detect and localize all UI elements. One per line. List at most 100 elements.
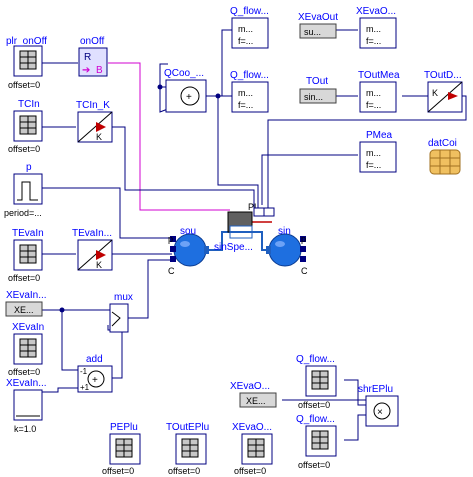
port-label: p bbox=[168, 234, 173, 244]
block-datcoi[interactable]: datCoi bbox=[428, 138, 461, 175]
wire-qcoo-qflow1 bbox=[206, 29, 232, 97]
block-mux[interactable]: mux bbox=[109, 292, 133, 333]
block-qflow-1[interactable]: m... f=... Q_flow... bbox=[230, 6, 269, 49]
convert-arrow-icon bbox=[448, 92, 458, 100]
table-block-qflow-3[interactable]: Q_flow... offset=0 bbox=[296, 354, 337, 410]
block-pmea[interactable]: m... f=... PMea bbox=[359, 130, 397, 173]
block-line2: f=... bbox=[238, 100, 253, 110]
block-shreplu[interactable]: × shrEPlu bbox=[358, 384, 399, 427]
block-label: datCoi bbox=[428, 138, 457, 149]
block-label: PMea bbox=[366, 130, 393, 141]
block-label: TOut bbox=[306, 76, 328, 87]
connections bbox=[42, 29, 467, 441]
block-param: period=... bbox=[4, 208, 42, 218]
wire-tcink-pl bbox=[112, 126, 255, 208]
table-icon bbox=[311, 370, 329, 390]
block-label: add bbox=[86, 354, 103, 365]
block-label: TOutEPlu bbox=[166, 422, 209, 433]
block-label: Q_flow... bbox=[230, 70, 269, 81]
block-line2: f=... bbox=[366, 160, 381, 170]
block-param: offset=0 bbox=[298, 460, 330, 470]
table-block-tevain[interactable]: TEvaIn offset=0 bbox=[8, 228, 44, 283]
block-value: sin... bbox=[304, 92, 323, 102]
table-block-xevain-2[interactable]: XEvaIn offset=0 bbox=[8, 322, 44, 377]
wire-qflow3-shr bbox=[344, 379, 366, 406]
block-param: offset=0 bbox=[8, 367, 40, 377]
block-label: plr_onOff bbox=[6, 36, 47, 47]
table-icon bbox=[247, 438, 265, 458]
block-label: XEvaO... bbox=[230, 381, 270, 392]
block-label: XEvaIn... bbox=[6, 378, 47, 389]
table-icon bbox=[115, 438, 133, 458]
block-toutd[interactable]: K TOutD... bbox=[424, 70, 463, 113]
block-add[interactable]: + -1 +1 add bbox=[77, 354, 113, 393]
block-label: PL bbox=[248, 202, 259, 212]
block-label: XEvaO... bbox=[356, 6, 396, 17]
block-toutmea[interactable]: m... f=... TOutMea bbox=[358, 70, 400, 113]
block-line2: f=... bbox=[366, 100, 381, 110]
block-label: XEvaIn... bbox=[6, 290, 47, 301]
table-icon bbox=[19, 244, 37, 264]
block-qflow-2[interactable]: m... f=... Q_flow... bbox=[230, 70, 269, 113]
table-block-tcin[interactable]: TCIn offset=0 bbox=[8, 99, 43, 154]
block-param: offset=0 bbox=[8, 144, 40, 154]
block-param: offset=0 bbox=[8, 273, 40, 283]
block-label: QCoo_... bbox=[164, 68, 204, 79]
block-label: Q_flow... bbox=[230, 6, 269, 17]
block-xevao-2[interactable]: m... f=... XEvaO... bbox=[356, 6, 397, 49]
block-tout[interactable]: sin... TOut bbox=[299, 76, 337, 104]
pulse-icon bbox=[17, 181, 38, 201]
block-xevain-3[interactable]: XEvaIn... k=1.0 bbox=[6, 378, 47, 434]
block-label: TEvaIn bbox=[12, 228, 44, 239]
wire-toutd-pl bbox=[267, 95, 467, 210]
block-qcoo[interactable]: + QCoo_... bbox=[164, 68, 207, 113]
block-label: onOff bbox=[80, 36, 104, 47]
onoff-arrow-icon: ➔ bbox=[82, 65, 90, 76]
onoff-r-letter: R bbox=[84, 52, 91, 63]
table-icon bbox=[311, 430, 329, 450]
block-sou[interactable]: p C sou bbox=[168, 226, 209, 276]
block-xevain-1[interactable]: XE... XEvaIn... bbox=[5, 290, 47, 317]
block-line1: m... bbox=[366, 88, 381, 98]
block-xevao-bottom[interactable]: XE... XEvaO... bbox=[230, 381, 277, 408]
table-icon bbox=[19, 115, 37, 135]
block-param: offset=0 bbox=[168, 466, 200, 476]
block-param: offset=0 bbox=[298, 400, 330, 410]
block-sinspe[interactable]: sinSpe... bbox=[214, 225, 253, 253]
unit-label: K bbox=[96, 132, 102, 142]
unit-label: K bbox=[96, 260, 102, 270]
table-block-plr-onoff[interactable]: plr_onOff offset=0 bbox=[6, 36, 47, 90]
block-label: XEvaOut bbox=[298, 12, 338, 23]
table-block-xevao-2[interactable]: XEvaO... offset=0 bbox=[232, 422, 273, 476]
block-tcin-k[interactable]: K TCIn_K bbox=[76, 100, 113, 143]
block-tevain-k[interactable]: K TEvaIn... bbox=[72, 228, 113, 271]
block-line1: m... bbox=[238, 24, 253, 34]
multiply-sign: × bbox=[377, 407, 383, 418]
wire-mux-sou bbox=[128, 259, 172, 319]
input-sign: -1 bbox=[80, 367, 88, 376]
block-label: Q_flow... bbox=[296, 354, 335, 365]
block-sin[interactable]: p C sin bbox=[266, 226, 308, 276]
add-plus-sign: + bbox=[92, 375, 98, 386]
table-block-touteplu[interactable]: TOutEPlu offset=0 bbox=[166, 422, 209, 476]
block-line2: f=... bbox=[238, 36, 253, 46]
block-label: sin bbox=[278, 226, 291, 237]
block-value: XE... bbox=[14, 305, 34, 315]
convert-arrow-icon bbox=[96, 122, 106, 132]
table-block-qflow-4[interactable]: Q_flow... offset=0 bbox=[296, 414, 337, 470]
junction-dots bbox=[59, 84, 221, 313]
port-label: C bbox=[301, 266, 308, 276]
block-onoff[interactable]: R ➔ B onOff bbox=[78, 36, 108, 77]
wire-p-sou bbox=[42, 187, 172, 239]
onoff-b-letter: B bbox=[96, 65, 103, 76]
block-param: offset=0 bbox=[8, 80, 40, 90]
table-icon bbox=[19, 338, 37, 358]
block-param: k=1.0 bbox=[14, 424, 36, 434]
block-xevaout[interactable]: su... XEvaOut bbox=[298, 12, 338, 39]
table-block-peplu[interactable]: PEPlu offset=0 bbox=[102, 422, 141, 476]
block-label: TOutMea bbox=[358, 70, 400, 81]
block-p-pulse[interactable]: p period=... bbox=[4, 162, 43, 218]
convert-arrow-icon bbox=[96, 250, 106, 260]
table-icon bbox=[19, 50, 37, 70]
